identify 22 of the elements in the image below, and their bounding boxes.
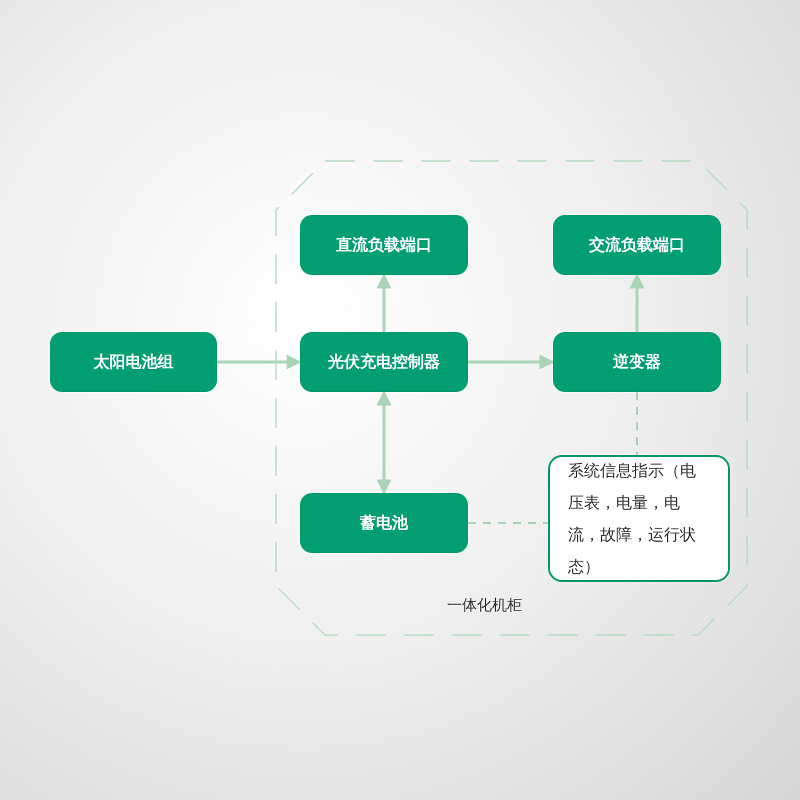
cabinet-label: 一体化机柜 <box>447 595 522 616</box>
box-label: 直流负载端口 <box>336 234 432 256</box>
arrow <box>630 274 644 332</box>
box-label: 逆变器 <box>613 351 661 373</box>
arrow <box>376 274 392 332</box>
arrow <box>376 390 392 494</box>
info-text: 系统信息指示（电压表，电量，电流，故障，运行状态） <box>568 460 697 578</box>
arrow <box>468 354 554 370</box>
box-label: 交流负载端口 <box>589 234 685 256</box>
dashed-connector <box>468 522 548 524</box>
process-box <box>300 215 468 275</box>
box-label: 蓄电池 <box>360 512 408 534</box>
process-box <box>50 332 217 392</box>
process-box <box>553 332 721 392</box>
info-box <box>548 455 730 582</box>
process-box <box>553 215 721 275</box>
box-label: 太阳电池组 <box>94 351 174 373</box>
box-label: 光伏充电控制器 <box>328 351 440 373</box>
process-box <box>300 493 468 553</box>
arrow <box>217 354 302 370</box>
process-box <box>300 332 468 392</box>
dashed-connector <box>636 392 638 455</box>
